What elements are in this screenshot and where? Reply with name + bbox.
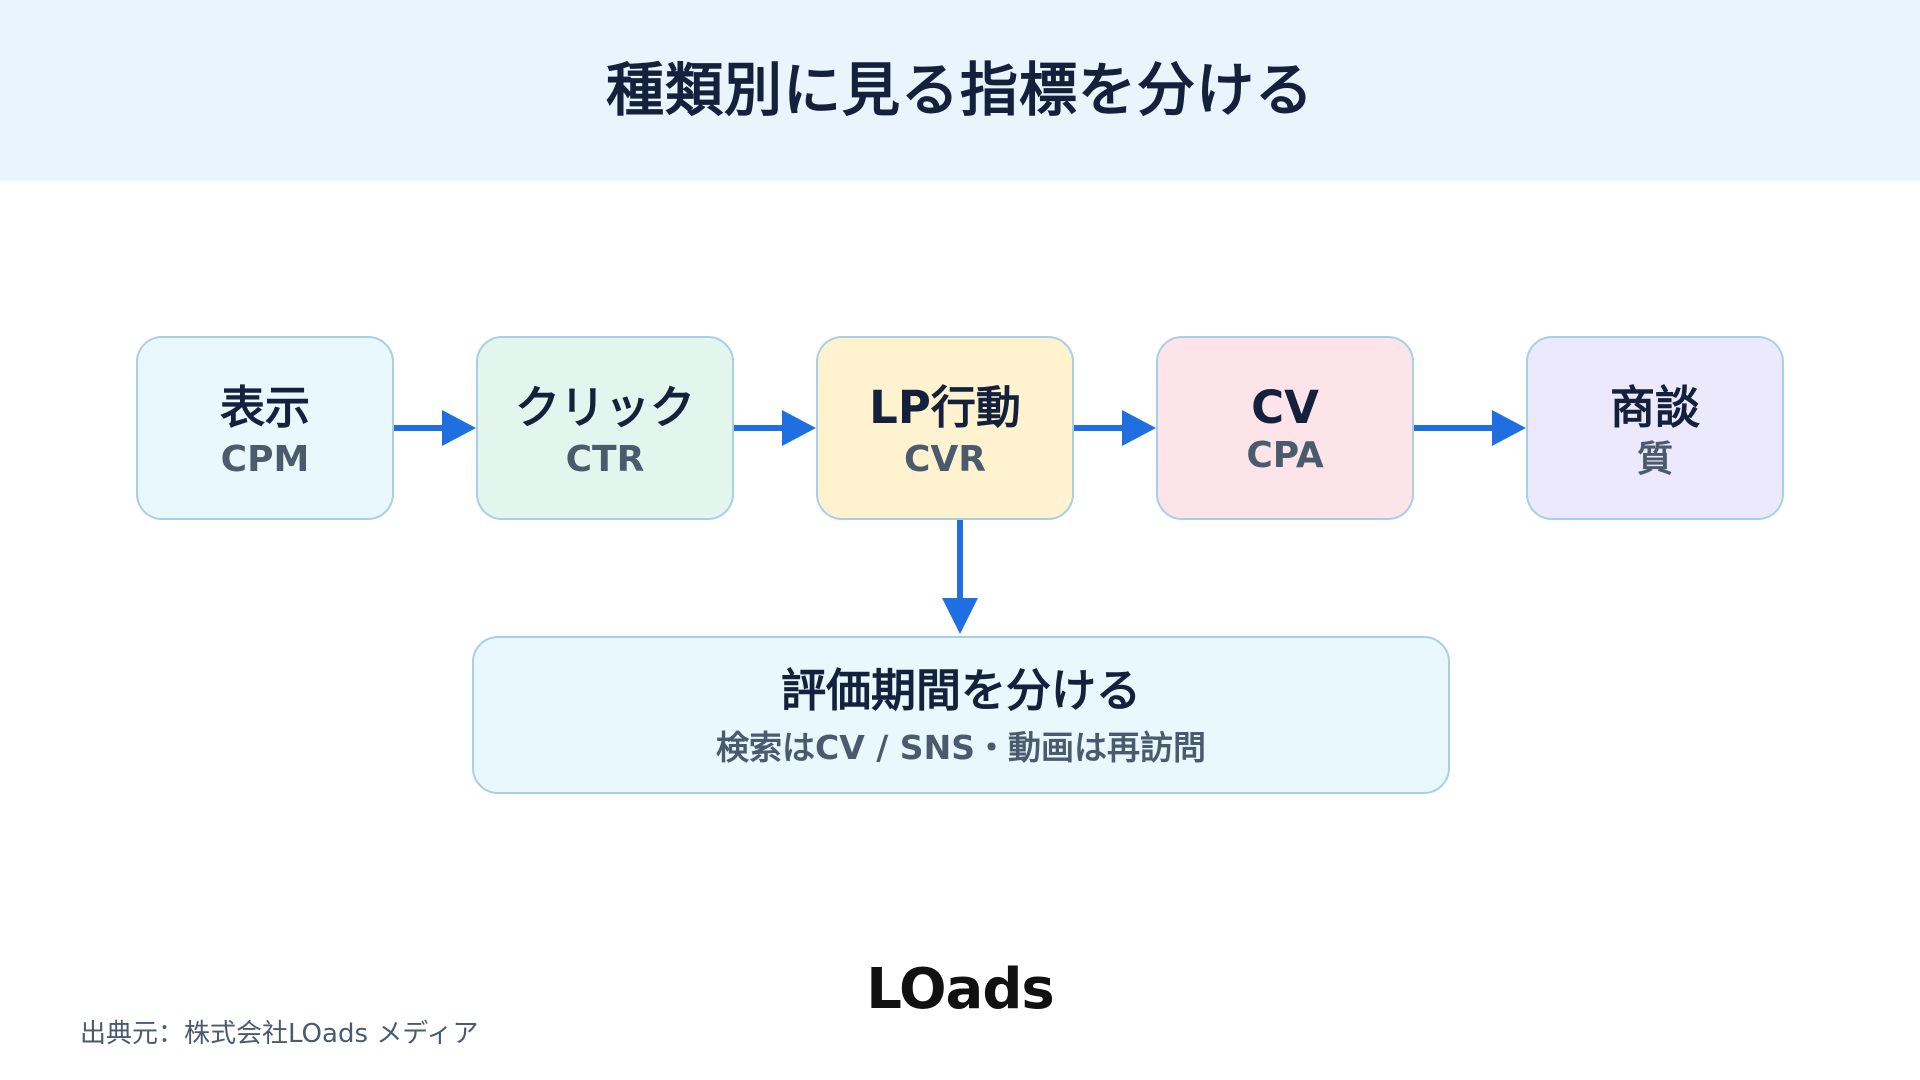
node-evaluation-period: 評価期間を分ける 検索はCV / SNS・動画は再訪問 <box>472 636 1450 794</box>
node-label: CV <box>1251 381 1319 434</box>
arrow-click-to-lp <box>734 410 816 446</box>
arrow-lp-to-cv <box>1074 410 1156 446</box>
source-credit: 出典元：株式会社LOads メディア <box>80 1019 479 1049</box>
node-lp-action: LP行動 CVR <box>816 336 1074 520</box>
header-band <box>0 0 1920 181</box>
node-click: クリック CTR <box>476 336 734 520</box>
node-metric: CTR <box>565 439 645 480</box>
node-label: 表示 <box>219 381 310 434</box>
page-title: 種類別に見る指標を分ける <box>605 56 1314 124</box>
arrow-view-to-click <box>394 410 476 446</box>
node-metric: CPA <box>1246 435 1324 476</box>
brand-logo: LOads <box>866 957 1055 1022</box>
arrow-lp-to-period <box>942 519 978 634</box>
node-metric: 質 <box>1636 439 1673 480</box>
node-deal: 商談 質 <box>1526 336 1784 520</box>
node-metric: CPM <box>220 439 310 480</box>
node-label: 評価期間を分ける <box>780 664 1141 717</box>
node-description: 検索はCV / SNS・動画は再訪問 <box>716 728 1206 767</box>
node-metric: CVR <box>903 439 986 480</box>
node-label: 商談 <box>1609 381 1700 434</box>
node-cv: CV CPA <box>1156 336 1414 520</box>
node-view: 表示 CPM <box>136 336 394 520</box>
arrow-cv-to-deal <box>1414 410 1526 446</box>
node-label: クリック <box>514 381 695 434</box>
node-label: LP行動 <box>869 381 1021 434</box>
